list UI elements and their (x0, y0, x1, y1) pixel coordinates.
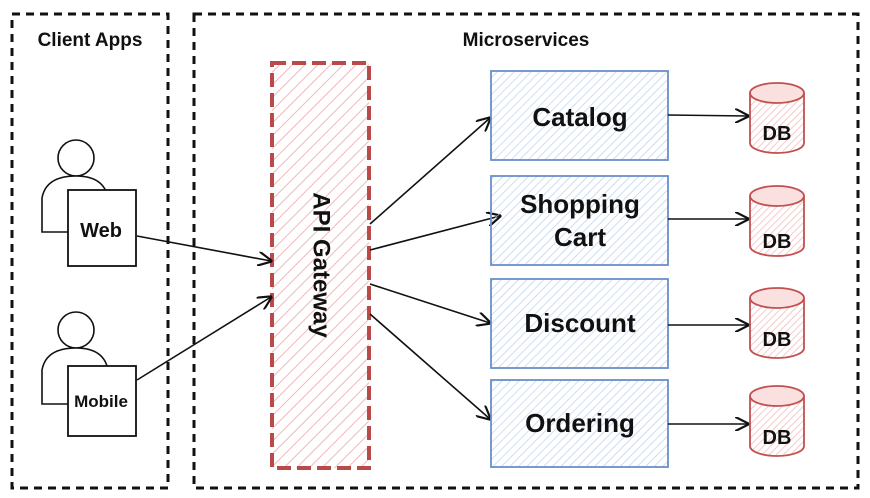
web-client[interactable]: Web (41, 139, 137, 267)
discount-db: DB (749, 287, 805, 359)
client-arrows (136, 235, 271, 381)
gateway-to-discount-arrow (369, 283, 490, 323)
microservices-group: Microservices (192, 12, 860, 490)
database-icon (749, 396, 805, 457)
database-icon (749, 196, 805, 257)
service-ordering[interactable]: Ordering (490, 379, 669, 468)
shopping-cart-label-line2: Cart (554, 222, 606, 252)
service-shopping-cart[interactable]: Shopping Cart (490, 175, 669, 266)
catalog-to-db-arrow (667, 115, 748, 116)
service-discount[interactable]: Discount (490, 278, 669, 369)
shopping-cart-label-line1: Shopping (520, 189, 640, 219)
cart-db-label: DB (763, 231, 792, 253)
gateway-to-ordering-arrow (369, 313, 490, 419)
web-to-gateway-arrow (136, 235, 271, 261)
service-catalog[interactable]: Catalog (490, 70, 669, 161)
gateway-to-cart-arrow (369, 216, 500, 251)
gateway-arrows (369, 118, 500, 419)
client-apps-title: Client Apps (38, 30, 143, 51)
database-icon (749, 298, 805, 359)
api-gateway-label: API Gateway (308, 192, 335, 338)
discount-label: Discount (524, 308, 636, 338)
mobile-to-gateway-arrow (136, 297, 271, 381)
web-label: Web (80, 220, 122, 242)
catalog-label: Catalog (532, 102, 627, 132)
catalog-db-label: DB (763, 123, 792, 145)
database-icon (749, 93, 805, 154)
cart-db: DB (749, 185, 805, 257)
api-gateway[interactable]: API Gateway (270, 61, 371, 470)
mobile-device-icon (67, 365, 137, 437)
db-arrows (667, 115, 748, 424)
web-device-icon (67, 189, 137, 267)
client-apps-group: Client Apps (10, 12, 170, 490)
catalog-db: DB (749, 82, 805, 154)
mobile-label: Mobile (74, 392, 128, 411)
microservices-title: Microservices (463, 30, 590, 51)
discount-db-label: DB (763, 329, 792, 351)
mobile-client[interactable]: Mobile (41, 311, 137, 437)
ordering-label: Ordering (525, 408, 635, 438)
gateway-to-catalog-arrow (369, 118, 490, 225)
ordering-db: DB (749, 385, 805, 457)
ordering-db-label: DB (763, 427, 792, 449)
